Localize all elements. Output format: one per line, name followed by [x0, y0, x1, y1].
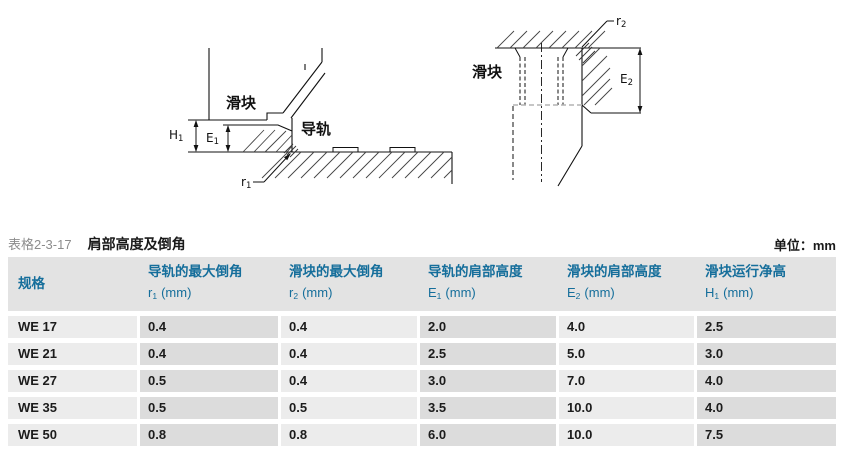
spec-cell: WE 50 — [8, 424, 137, 446]
right-diagram-hatching — [496, 30, 613, 106]
unit-label: 单位：mm — [773, 238, 836, 253]
column-header-r2: 滑块的最大倒角 r2(mm) — [289, 264, 384, 301]
left-diagram-drawing — [188, 48, 453, 184]
column-header-spec: 规格 — [18, 276, 45, 291]
spec-cell: WE 21 — [8, 343, 137, 365]
table-row: WE 27 0.5 0.4 3.0 7.0 4.0 — [8, 370, 836, 392]
slider-label-left: 滑块 — [226, 95, 257, 112]
table-row: WE 50 0.8 0.8 6.0 10.0 7.5 — [8, 424, 836, 446]
table-row: WE 35 0.5 0.5 3.5 10.0 4.0 — [8, 397, 836, 419]
right-diagram-drawing — [495, 20, 643, 187]
column-header-h1: 滑块运行净高 H1(mm) — [705, 264, 786, 301]
value-cell: 3.5 — [420, 397, 556, 419]
table-number: 表格2-3-17 — [8, 237, 72, 252]
table-row: WE 21 0.4 0.4 2.5 5.0 3.0 — [8, 343, 836, 365]
column-header-e1: 导轨的肩部高度 E1(mm) — [428, 264, 523, 301]
value-cell: 2.5 — [697, 316, 836, 338]
value-cell: 2.0 — [420, 316, 556, 338]
value-cell: 0.4 — [281, 316, 417, 338]
spec-cell: WE 17 — [8, 316, 137, 338]
right-diagram-hidden-lines — [512, 43, 582, 182]
value-cell: 0.8 — [281, 424, 417, 446]
value-cell: 3.0 — [420, 370, 556, 392]
value-cell: 2.5 — [420, 343, 556, 365]
column-header-r1: 导轨的最大倒角 r1(mm) — [148, 264, 243, 301]
value-cell: 5.0 — [559, 343, 694, 365]
spec-cell: WE 35 — [8, 397, 137, 419]
dim-e1-label: E1 — [206, 131, 220, 147]
table-header-row: 规格 导轨的最大倒角 r1(mm) 滑块的最大倒角 r2(mm) 导轨的肩部高度… — [8, 257, 836, 311]
left-diagram-hatching — [242, 129, 453, 179]
table-title: 肩部高度及倒角 — [87, 236, 186, 252]
value-cell: 3.0 — [697, 343, 836, 365]
value-cell: 4.0 — [559, 316, 694, 338]
table-caption: 表格2-3-17 肩部高度及倒角 单位：mm — [8, 234, 836, 253]
value-cell: 10.0 — [559, 397, 694, 419]
table-row: WE 17 0.4 0.4 2.0 4.0 2.5 — [8, 316, 836, 338]
spec-table: 规格 导轨的最大倒角 r1(mm) 滑块的最大倒角 r2(mm) 导轨的肩部高度… — [8, 257, 836, 446]
value-cell: 4.0 — [697, 397, 836, 419]
value-cell: 0.5 — [281, 397, 417, 419]
value-cell: 0.8 — [140, 424, 278, 446]
dim-h1-label: H1 — [169, 128, 184, 144]
column-header-e2: 滑块的肩部高度 E2(mm) — [567, 264, 662, 301]
value-cell: 10.0 — [559, 424, 694, 446]
value-cell: 7.0 — [559, 370, 694, 392]
dim-r2-label: r2 — [616, 14, 627, 30]
value-cell: 4.0 — [697, 370, 836, 392]
value-cell: 6.0 — [420, 424, 556, 446]
value-cell: 0.4 — [281, 343, 417, 365]
spec-cell: WE 27 — [8, 370, 137, 392]
dim-r1-label: r1 — [241, 175, 252, 191]
dim-e2-label: E2 — [620, 72, 634, 88]
value-cell: 0.4 — [281, 370, 417, 392]
technical-diagrams — [188, 20, 643, 187]
value-cell: 0.4 — [140, 343, 278, 365]
rail-label: 导轨 — [301, 121, 332, 138]
value-cell: 7.5 — [697, 424, 836, 446]
value-cell: 0.5 — [140, 397, 278, 419]
value-cell: 0.5 — [140, 370, 278, 392]
value-cell: 0.4 — [140, 316, 278, 338]
slider-label-right: 滑块 — [472, 64, 503, 81]
